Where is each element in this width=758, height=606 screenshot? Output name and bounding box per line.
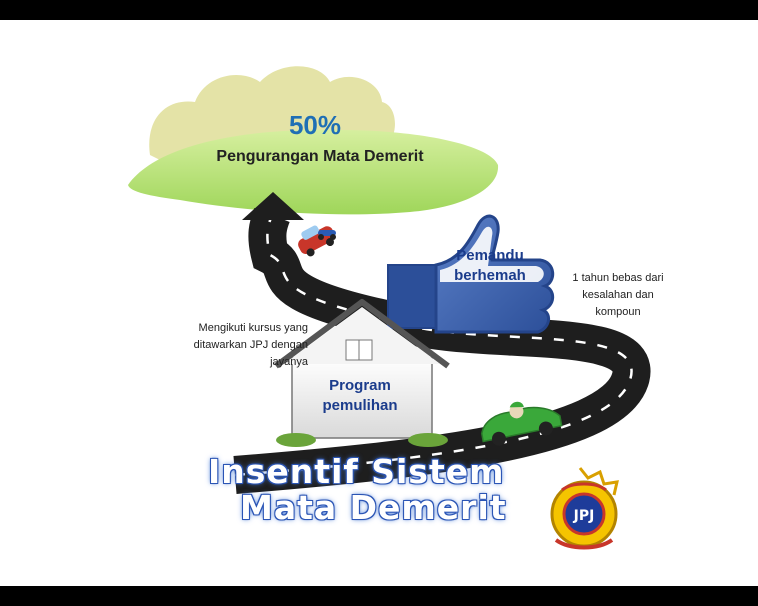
house-label: Program pemulihan xyxy=(300,376,420,416)
house-label-line2: pemulihan xyxy=(322,397,398,414)
title-line1: Insentif Sistem xyxy=(208,452,505,491)
course-note-line3: jayanya xyxy=(270,356,308,368)
road-arrow-head xyxy=(242,192,304,220)
jpj-crest-icon: JPJ xyxy=(550,467,619,550)
thumb-label: Pemandu berhemah xyxy=(440,246,540,286)
cloud-shape xyxy=(128,129,499,215)
house-icon xyxy=(274,299,450,447)
thumb-label-line1: Pemandu xyxy=(456,247,524,264)
course-note: Mengikuti kursus yang ditawarkan JPJ den… xyxy=(138,320,308,371)
infographic-illustration: JPJ xyxy=(128,66,651,550)
course-note-line2: ditawarkan JPJ dengan xyxy=(193,339,308,351)
course-note-line1: Mengikuti kursus yang xyxy=(198,322,308,334)
thumb-note-line1: 1 tahun bebas dari xyxy=(572,272,664,284)
thumb-note-line2: kesalahan dan xyxy=(582,289,654,301)
reduction-caption: Pengurangan Mata Demerit xyxy=(216,148,424,165)
reduction-percentage: 50% xyxy=(288,110,342,140)
thumbs-up-icon xyxy=(387,214,555,334)
green-car-icon xyxy=(481,401,563,446)
thumb-label-line2: berhemah xyxy=(454,267,526,284)
title-line2: Mata Demerit xyxy=(240,488,507,527)
jpj-logo-text: JPJ xyxy=(573,508,595,524)
blue-motorbike-icon xyxy=(318,230,336,240)
house-label-line1: Program xyxy=(329,377,391,394)
thumb-note-line3: kompoun xyxy=(595,306,641,318)
thumb-note: 1 tahun bebas dari kesalahan dan kompoun xyxy=(558,270,678,321)
infographic-canvas: JPJ 50% Pengurangan Mata Demerit Pemandu… xyxy=(0,20,758,586)
